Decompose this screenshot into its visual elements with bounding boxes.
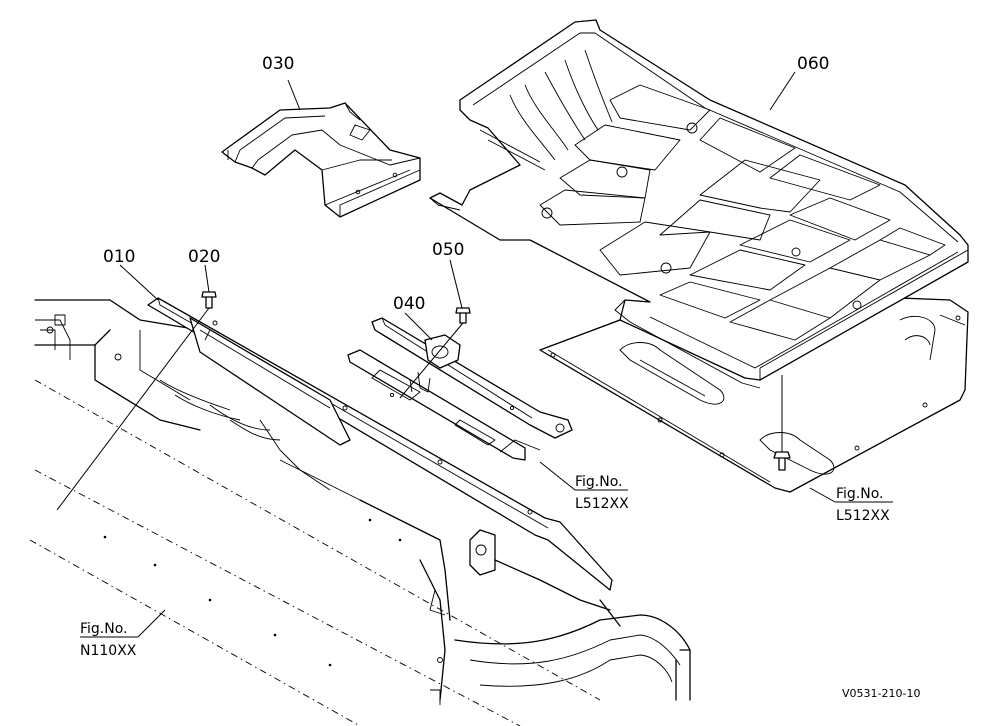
part-060-tray xyxy=(429,19,969,493)
fig-ref-2-label: Fig.No. xyxy=(836,486,884,502)
part-020-screw xyxy=(56,291,217,511)
label-part-060: 060 xyxy=(797,54,829,74)
part-050-screw xyxy=(399,307,471,399)
fig-ref-3-label: Fig.No. xyxy=(80,621,128,637)
tray-screw xyxy=(773,375,791,471)
label-part-040: 040 xyxy=(393,294,425,314)
label-part-030: 030 xyxy=(262,54,294,74)
fig-ref-1-label: Fig.No. xyxy=(575,474,623,490)
part-010-bracket xyxy=(147,297,613,591)
label-part-010: 010 xyxy=(103,247,135,267)
fig-ref-2-code: L512XX xyxy=(836,508,890,524)
leader-lines xyxy=(80,71,893,638)
machine-body-outline xyxy=(29,299,691,726)
label-part-050: 050 xyxy=(432,240,464,260)
drawing-code: V0531-210-10 xyxy=(842,687,920,700)
part-040-bracket xyxy=(347,317,573,461)
label-part-020: 020 xyxy=(188,247,220,267)
fig-ref-1-code: L512XX xyxy=(575,496,629,512)
part-030-cover xyxy=(221,102,421,218)
fig-ref-3-code: N110XX xyxy=(80,643,137,659)
